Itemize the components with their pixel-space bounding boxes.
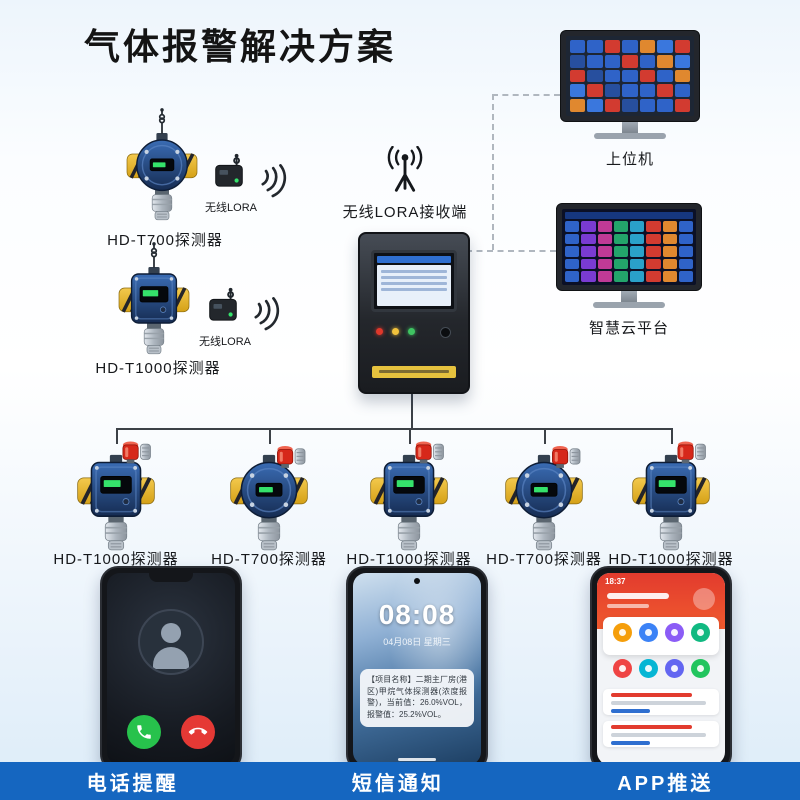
app-banner-text-bar (607, 593, 669, 599)
avatar-body (153, 647, 189, 669)
cloud-monitor-frame (556, 203, 702, 291)
lockscreen-time: 08:08 (378, 599, 456, 630)
alarm-detail-bar (611, 733, 707, 737)
lora-receiver-label: 无线LORA接收端 (342, 204, 468, 221)
cabinet-nameplate (372, 366, 456, 378)
cloud-monitor-base (593, 302, 665, 308)
bottom-detector-3 (363, 438, 455, 551)
lockscreen-date: 04月08日 星期三 (383, 637, 451, 647)
host-monitor-screen (566, 36, 694, 116)
cabinet-screen (371, 250, 457, 312)
host-monitor-base (594, 133, 666, 139)
alarm-time-bar (611, 709, 651, 713)
answer-call-icon (127, 715, 161, 749)
sms-screen: 08:08 04月08日 星期三 【项目名称】二期主厂房(港区)甲烷气体探测器(… (353, 573, 481, 765)
wireless-signal-icon-2 (250, 293, 286, 338)
cabinet-screen-titlebar (377, 256, 451, 263)
led-green (408, 328, 415, 335)
detector-label-t700-left: HD-T700探测器 (107, 232, 223, 249)
alarm-time-bar (611, 741, 651, 745)
app-banner-subtext-bar (607, 604, 649, 608)
host-screen-tiles (570, 40, 690, 112)
app-banner-illustration (693, 588, 715, 610)
wireless-signal-icon-1 (257, 160, 293, 205)
drop-line-4 (544, 428, 546, 444)
call-buttons (107, 715, 235, 749)
lora-module-icon-1 (210, 152, 248, 201)
bottom-detector-2 (223, 438, 315, 551)
bottom-detector-label-5: HD-T1000探测器 (608, 551, 734, 568)
drop-line-1 (116, 428, 118, 444)
detector-hd-t700-left (120, 98, 204, 221)
bottom-detector-label-1: HD-T1000探测器 (53, 551, 179, 568)
cloud-screen-tiles (565, 221, 693, 282)
bottom-detector-label-4: HD-T700探测器 (486, 551, 602, 568)
cloud-monitor-screen (562, 209, 696, 285)
dashed-link-host (492, 94, 560, 96)
led-red (376, 328, 383, 335)
phone-sms: 08:08 04月08日 星期三 【项目名称】二期主厂房(港区)甲烷气体探测器(… (346, 566, 488, 772)
cabinet-status-leds (376, 328, 415, 335)
footer-item-call: 电话提醒 (86, 772, 179, 795)
drop-line-5 (671, 428, 673, 444)
cloud-platform-label: 智慧云平台 (588, 320, 669, 337)
alarm-title-bar (611, 693, 693, 697)
home-indicator (398, 758, 436, 761)
cloud-platform-monitor: 智慧云平台 (556, 203, 702, 338)
phone-app: 18:37 (590, 566, 732, 772)
drop-line-3 (409, 428, 411, 444)
footer-bar: 电话提醒 短信通知 APP推送 (0, 762, 800, 800)
bus-line (117, 428, 673, 430)
cabinet-keyhole (440, 327, 451, 338)
dashed-link-vertical (492, 94, 494, 250)
sms-notification-card: 【项目名称】二期主厂房(港区)甲烷气体探测器(浓度报警)，当前值：26.0%VO… (360, 669, 474, 727)
lora-module-label-1: 无线LORA (205, 202, 257, 214)
cabinet-drop-line (411, 390, 413, 428)
bottom-detector-1 (70, 438, 162, 551)
host-computer-label: 上位机 (605, 151, 654, 168)
cloud-dashboard-header (565, 212, 693, 219)
alarm-control-cabinet (358, 232, 470, 394)
phone-call (100, 566, 242, 772)
app-alarm-list-item-1 (603, 689, 719, 715)
detector-hd-t1000-left (112, 232, 196, 355)
lora-receiver-icon (380, 145, 430, 196)
footer-item-app: APP推送 (617, 772, 714, 795)
call-screen (107, 573, 235, 765)
bottom-detector-label-2: HD-T700探测器 (211, 551, 327, 568)
alarm-detail-bar (611, 701, 707, 705)
drop-line-2 (269, 428, 271, 444)
host-monitor-stand (622, 122, 638, 133)
decline-call-icon (181, 715, 215, 749)
camera-dot (414, 578, 420, 584)
bottom-detector-label-3: HD-T1000探测器 (346, 551, 472, 568)
cabinet-screen-body (377, 265, 451, 306)
dashed-link-cloud (466, 250, 556, 252)
bottom-detector-4 (498, 438, 590, 551)
page-title: 气体报警解决方案 (84, 26, 397, 67)
sms-message-text: 【项目名称】二期主厂房(港区)甲烷气体探测器(浓度报警)，当前值：26.0%VO… (367, 675, 467, 719)
app-icon-grid (609, 623, 713, 678)
app-status-time: 18:37 (605, 577, 626, 586)
caller-avatar (138, 609, 204, 675)
detector-label-t1000-left: HD-T1000探测器 (95, 360, 221, 377)
bottom-detector-5 (625, 438, 717, 551)
phone-notch (149, 573, 193, 582)
lora-module-icon-2 (204, 286, 242, 335)
lora-module-label-2: 无线LORA (199, 336, 251, 348)
host-monitor-frame (560, 30, 700, 122)
footer-item-sms: 短信通知 (351, 772, 444, 795)
app-screen: 18:37 (597, 573, 725, 765)
led-yellow (392, 328, 399, 335)
host-computer-monitor: 上位机 (560, 30, 700, 169)
app-alarm-list-item-2 (603, 721, 719, 747)
alarm-title-bar (611, 725, 693, 729)
avatar-head (161, 623, 181, 643)
cloud-monitor-stand (621, 291, 637, 302)
